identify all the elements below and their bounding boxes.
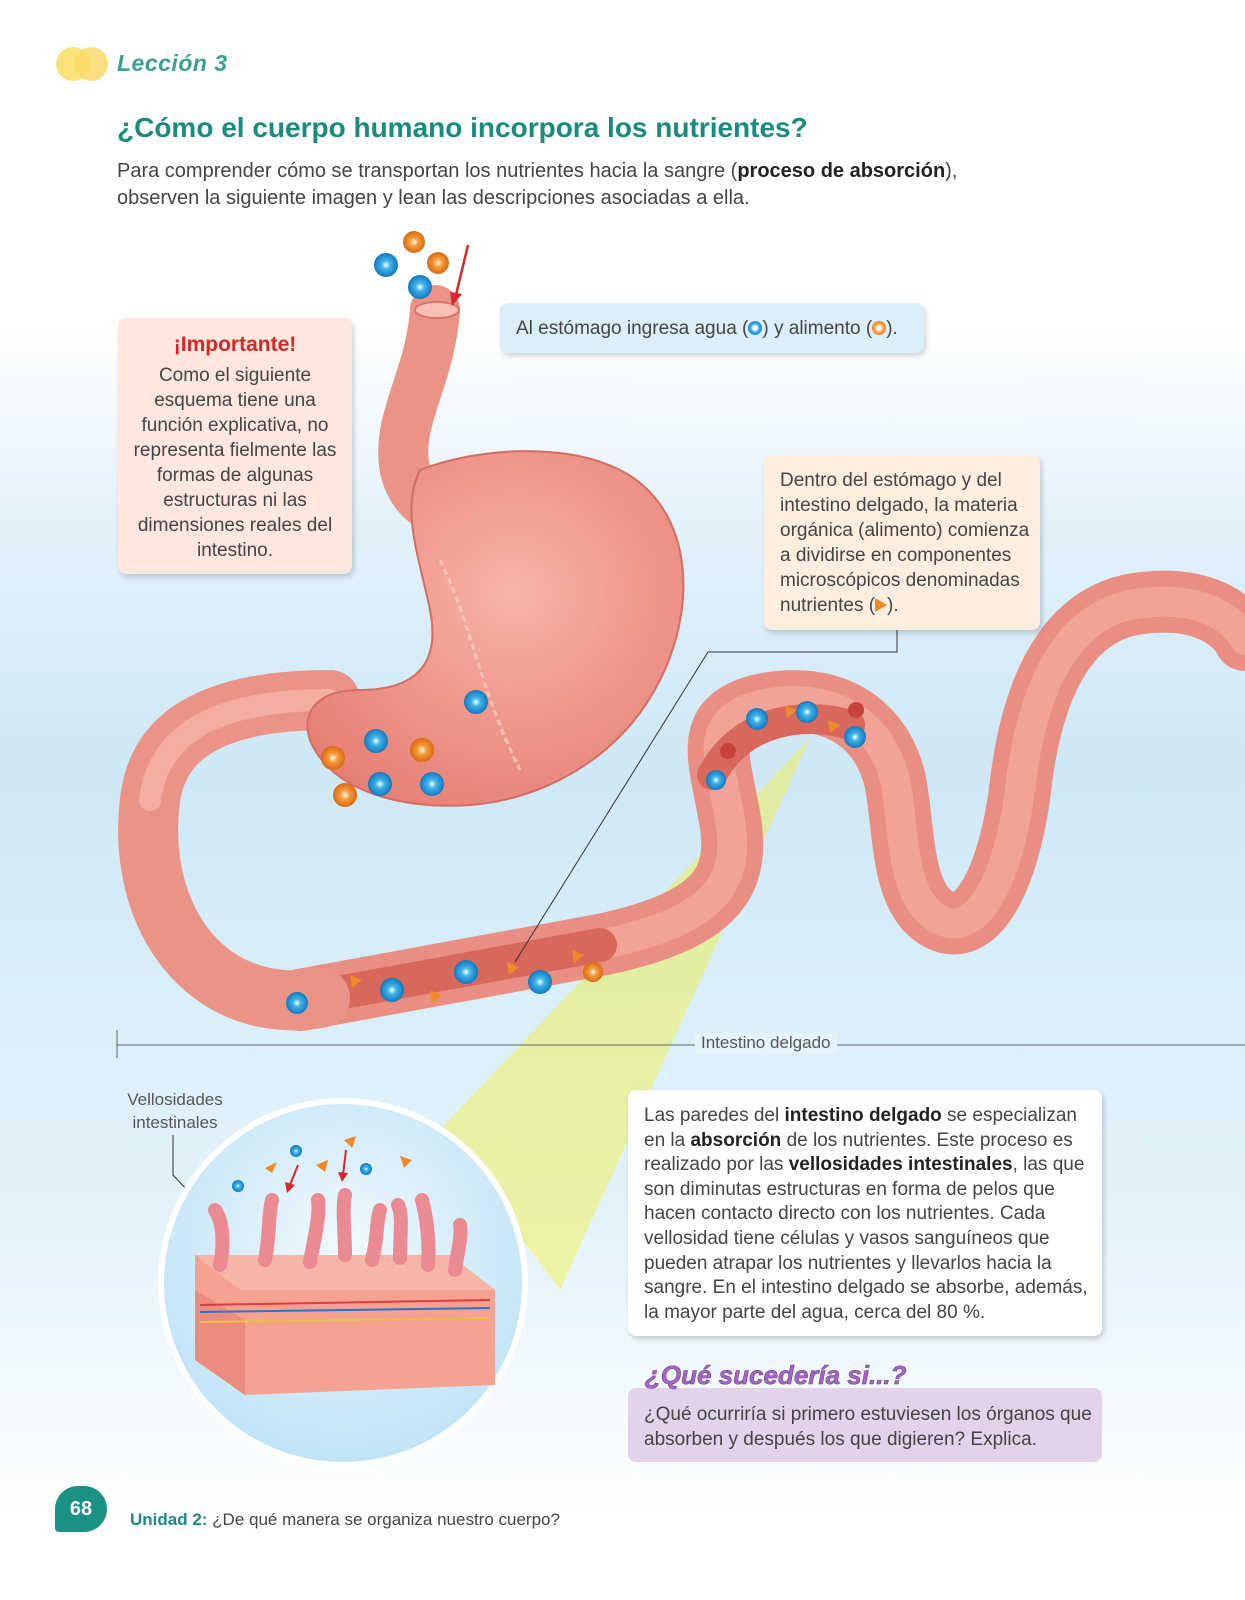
- water-food-callout: Al estómago ingresa agua () y alimento (…: [500, 303, 924, 353]
- footer-unit: Unidad 2: ¿De qué manera se organiza nue…: [130, 1510, 560, 1529]
- water-drop-icon: [748, 321, 763, 335]
- villi-label: Vellosidades intestinales: [127, 1090, 223, 1132]
- villi-zoom-circle: [158, 1098, 528, 1468]
- important-note: ¡Importante! Como el siguiente esquema t…: [118, 318, 352, 574]
- page-title: ¿Cómo el cuerpo humano incorpora los nut…: [117, 112, 808, 143]
- digestive-illustration: [116, 231, 1245, 1468]
- intro-paragraph: Para comprender cómo se transportan los …: [117, 160, 958, 209]
- digest-leader-line: [514, 630, 898, 963]
- whatif-question: ¿Qué ocurriría si primero estuviesen los…: [644, 1404, 1092, 1450]
- lesson-label: Lección 3: [117, 50, 228, 76]
- important-text: Como el siguiente esquema tiene una func…: [133, 365, 337, 561]
- nutrient-triangle-icon: [875, 598, 888, 612]
- page-number: 68: [55, 1486, 107, 1532]
- red-arrow-icon: [450, 244, 470, 306]
- absorption-info-box: Las paredes del intestino delgado se esp…: [628, 1090, 1102, 1336]
- absorption-text: Las paredes del intestino delgado se esp…: [644, 1105, 1088, 1323]
- small-intestine-label: Intestino delgado: [695, 1033, 837, 1053]
- stomach: [306, 450, 685, 807]
- whatif-box: ¿Qué ocurriría si primero estuviesen los…: [628, 1388, 1102, 1462]
- important-title: ¡Importante!: [173, 333, 297, 356]
- lesson-logo-icon: [56, 47, 108, 81]
- incoming-particles: [374, 231, 449, 299]
- food-particle-icon: [872, 321, 887, 335]
- whatif-title: ¿Qué sucedería si...?: [645, 1360, 907, 1391]
- intestine-particles: [286, 701, 866, 1014]
- digestion-callout: Dentro del estómago y del intestino delg…: [764, 455, 1040, 630]
- stomach-particles: [321, 690, 488, 807]
